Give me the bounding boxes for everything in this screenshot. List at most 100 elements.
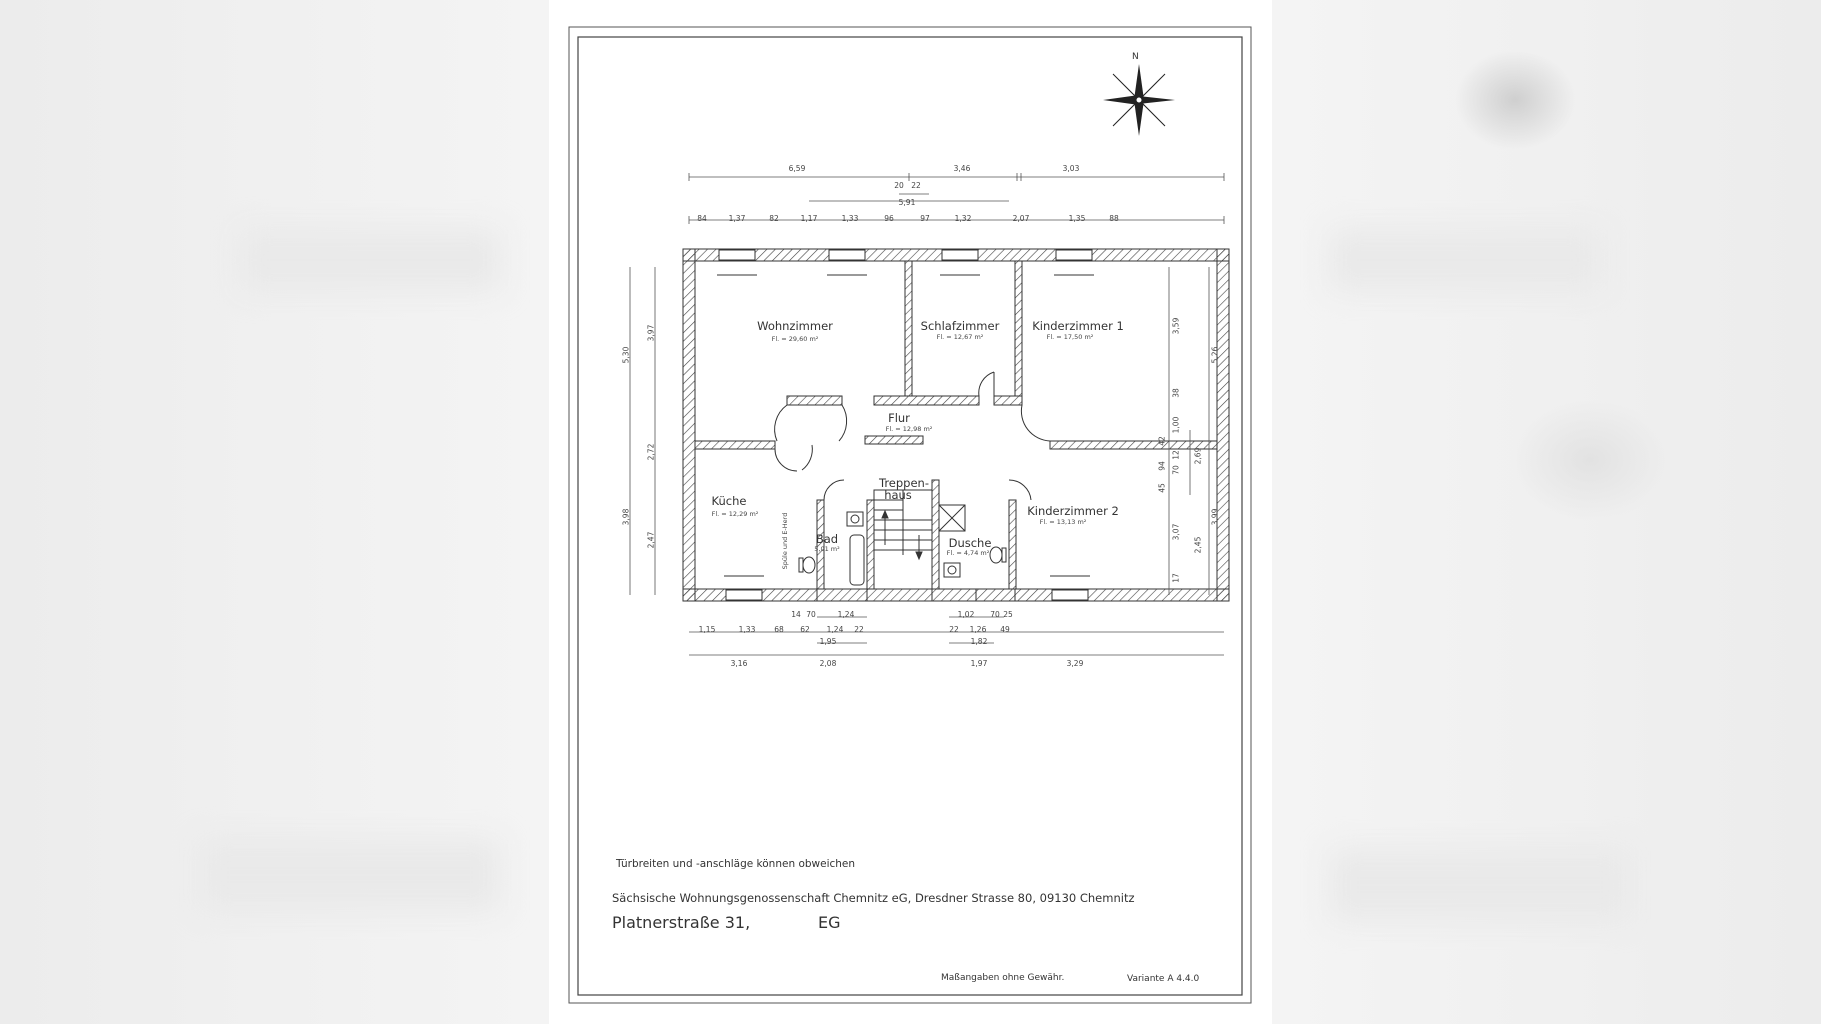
dim-label: 70 <box>990 610 1000 619</box>
outer-frame <box>568 26 1252 1004</box>
dim-label: 2,08 <box>819 659 837 668</box>
staircase <box>873 489 933 590</box>
dim-label: 1,26 <box>969 625 987 634</box>
floor-plan-drawing <box>568 26 1252 1004</box>
dim-label: 3,97 <box>646 324 656 342</box>
floor-label: EG <box>818 913 841 932</box>
dim-label: 1,97 <box>970 659 988 668</box>
door-swings <box>774 371 1051 501</box>
dim-label: 62 <box>800 625 810 634</box>
dim-label: 14 <box>791 610 801 619</box>
room-name-dusche: Dusche <box>948 536 992 550</box>
dim-label: 12 <box>1171 450 1181 460</box>
dim-label: 38 <box>1171 388 1181 398</box>
kueche-note: Spüle und E-Herd <box>781 512 789 570</box>
dim-label: 5,30 <box>621 346 631 364</box>
north-arrow-icon <box>1103 64 1175 136</box>
dim-label: 88 <box>1109 214 1119 223</box>
dim-label: 68 <box>774 625 784 634</box>
disclaimer: Maßangaben ohne Gewähr. <box>941 973 1065 983</box>
dim-label: 6,59 <box>788 164 806 173</box>
room-name-flur: Flur <box>888 411 910 425</box>
windows <box>718 249 1093 601</box>
dim-label: 1,17 <box>800 214 818 223</box>
dimension-lines-sides <box>629 267 1210 595</box>
room-area-kinderzimmer2: Fl. = 13,13 m² <box>1039 518 1087 526</box>
address-line: Platnerstraße 31, <box>612 913 751 932</box>
room-area-bad: 5,01 m² <box>814 545 840 553</box>
company-line: Sächsische Wohnungsgenossenschaft Chemni… <box>612 891 1135 905</box>
dim-label: 22 <box>854 625 864 634</box>
room-name-treppenhaus-1: Treppen- <box>879 476 929 490</box>
dim-label: 3,29 <box>1066 659 1084 668</box>
room-name-wohnzimmer: Wohnzimmer <box>757 319 833 333</box>
dim-label: 1,24 <box>826 625 844 634</box>
dim-label: 1,35 <box>1068 214 1086 223</box>
room-area-flur: Fl. = 12,98 m² <box>885 425 933 433</box>
dim-label: 3,03 <box>1062 164 1080 173</box>
dim-label: 1,02 <box>957 610 975 619</box>
dim-label: 1,32 <box>954 214 972 223</box>
dim-label: 70 <box>1171 465 1181 475</box>
dim-label: 3,16 <box>730 659 748 668</box>
dim-label: 3,98 <box>621 508 631 526</box>
dim-label: 84 <box>697 214 707 223</box>
dim-label: 94 <box>1157 461 1167 471</box>
dimension-lines-bottom <box>689 616 1224 656</box>
dim-label: 3,46 <box>953 164 971 173</box>
room-area-wohnzimmer: Fl. = 29,60 m² <box>771 335 819 343</box>
dim-label: 82 <box>769 214 779 223</box>
door-note: Türbreiten und -anschläge können obweich… <box>616 858 856 870</box>
variant-label: Variante A 4.4.0 <box>1127 974 1200 984</box>
dim-label: 42 <box>1157 436 1167 446</box>
floor-plan-sheet: N 6,59 3,46 3,03 20 22 5,91 84 1,37 82 1… <box>549 0 1272 1024</box>
dim-label: 96 <box>884 214 894 223</box>
dimension-lines-top <box>688 173 1225 224</box>
dim-label: 17 <box>1171 573 1181 583</box>
dim-label: 1,24 <box>837 610 855 619</box>
room-area-kueche: Fl. = 12,29 m² <box>711 510 759 518</box>
dim-label: 1,37 <box>728 214 746 223</box>
bathroom-fixtures <box>798 504 1007 586</box>
dim-label: 2,07 <box>1012 214 1030 223</box>
dim-label: 1,33 <box>841 214 859 223</box>
dim-label: 3,59 <box>1171 317 1181 335</box>
dim-label: 2,72 <box>646 443 656 461</box>
room-name-kinderzimmer2: Kinderzimmer 2 <box>1027 504 1119 518</box>
dim-label: 1,33 <box>738 625 756 634</box>
dim-label: 3,07 <box>1171 523 1181 541</box>
dim-label: 5,26 <box>1210 346 1220 364</box>
north-label: N <box>1132 52 1139 62</box>
interior-walls <box>694 260 1218 590</box>
room-name-kueche: Küche <box>711 494 747 508</box>
room-area-dusche: Fl. = 4,74 m² <box>946 549 990 557</box>
dim-label: 1,15 <box>698 625 716 634</box>
dim-label: 1,95 <box>819 637 837 646</box>
blur-shape <box>240 230 500 290</box>
dim-label: 5,91 <box>898 198 916 207</box>
blur-shape <box>200 840 500 910</box>
dim-label: 2,47 <box>646 531 656 549</box>
dim-label: 49 <box>1000 625 1010 634</box>
room-name-kinderzimmer1: Kinderzimmer 1 <box>1032 319 1124 333</box>
dim-label: 97 <box>920 214 930 223</box>
dim-label: 2,69 <box>1193 447 1203 465</box>
dim-label: 70 <box>806 610 816 619</box>
dim-label: 22 <box>911 181 921 190</box>
dim-label: 1,00 <box>1171 416 1181 434</box>
room-area-kinderzimmer1: Fl. = 17,50 m² <box>1046 333 1094 341</box>
dim-label: 3,99 <box>1210 508 1220 526</box>
dim-label: 45 <box>1157 483 1167 493</box>
blur-shape <box>1330 230 1600 290</box>
window-sills <box>717 274 1094 577</box>
dim-label: 22 <box>949 625 959 634</box>
room-name-treppenhaus-2: haus <box>884 488 912 502</box>
inner-frame <box>577 36 1243 996</box>
room-name-schlafzimmer: Schlafzimmer <box>920 319 1000 333</box>
room-area-schlafzimmer: Fl. = 12,67 m² <box>936 333 984 341</box>
room-name-bad: Bad <box>815 532 839 546</box>
blur-shape <box>1330 850 1630 920</box>
dim-label: 20 <box>894 181 904 190</box>
dim-label: 2,45 <box>1193 536 1203 554</box>
dim-label: 1,82 <box>970 637 988 646</box>
